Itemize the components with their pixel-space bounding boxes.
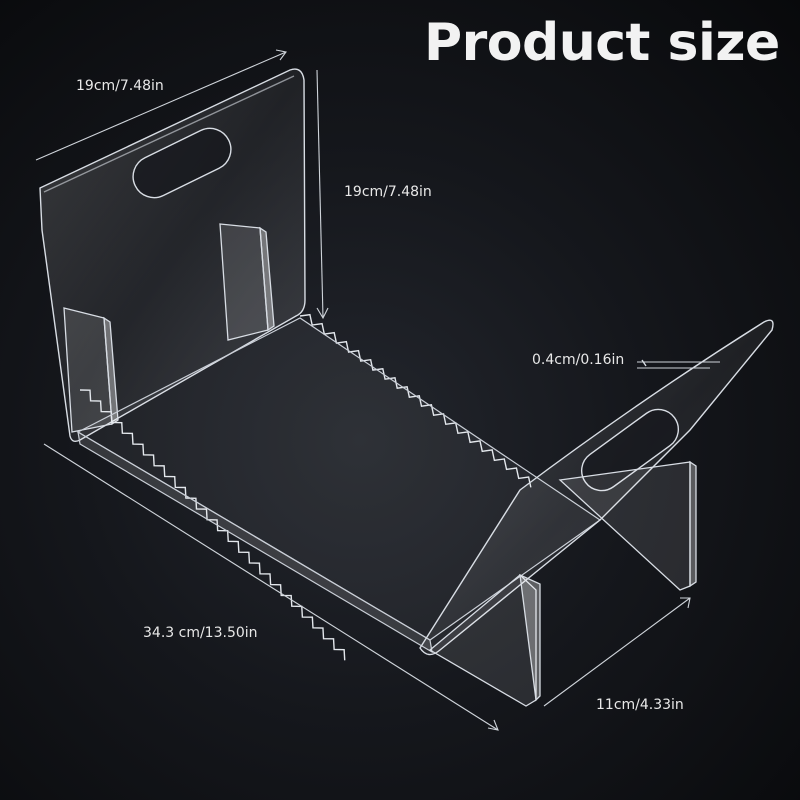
notched-rails [79, 313, 532, 661]
thickness-label: 0.4cm/0.16in [532, 352, 625, 368]
dim-line-thickness [637, 361, 720, 369]
back-width-label: 19cm/7.48in [76, 78, 164, 94]
front-support-feet [428, 460, 697, 707]
dim-line-depth [543, 597, 691, 707]
dim-line-back-width [35, 49, 287, 161]
back-height-label: 19cm/7.48in [344, 184, 432, 200]
back-handle-cutout [132, 127, 232, 199]
depth-label: 11cm/4.33in [596, 697, 684, 713]
dim-line-back-height [316, 69, 329, 320]
front-handle-cutout [580, 408, 680, 492]
dim-line-length [43, 443, 499, 731]
page-title: Product size [424, 13, 780, 73]
length-label: 34.3 cm/13.50in [143, 625, 258, 641]
dimension-lines [35, 49, 720, 731]
front-panel [419, 319, 774, 656]
